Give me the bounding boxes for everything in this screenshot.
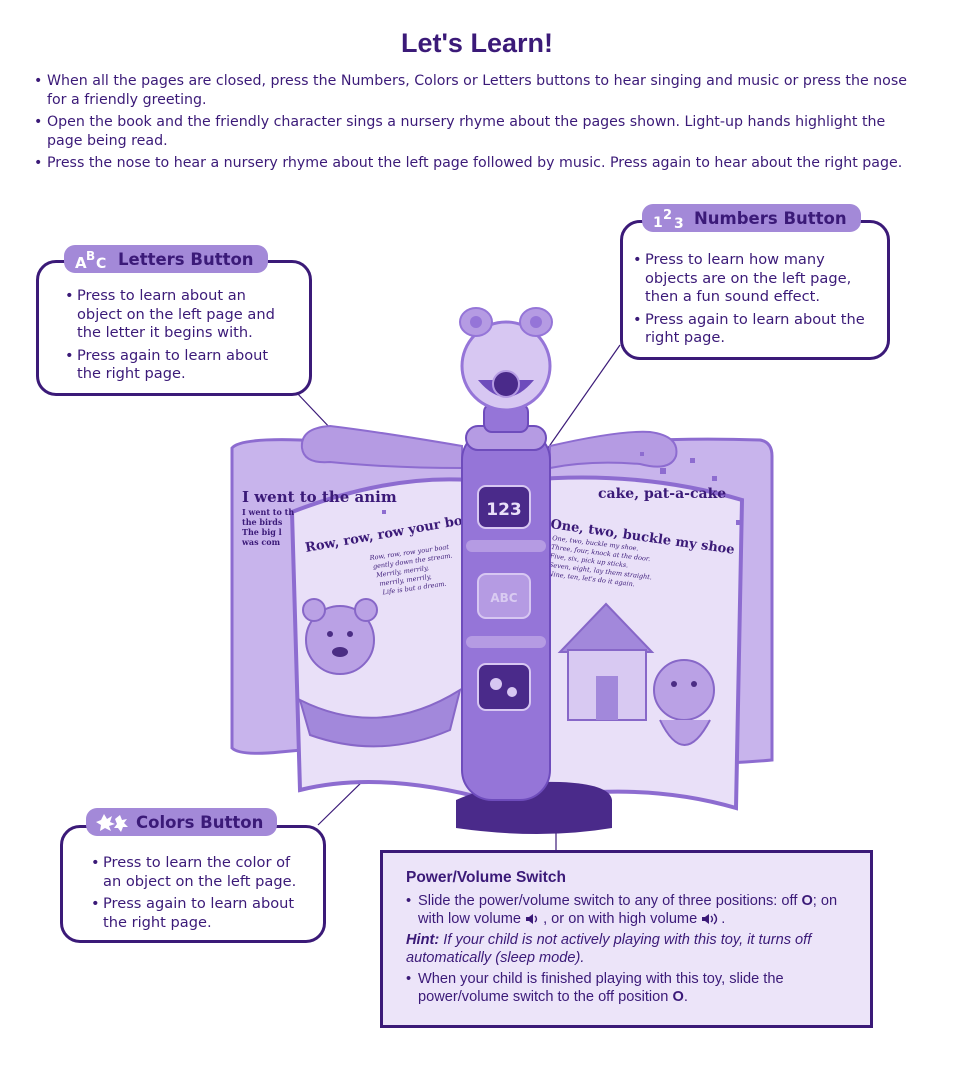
numbers-title: Numbers Button: [694, 208, 847, 228]
intro-item: Press the nose to hear a nursery rhyme a…: [34, 154, 924, 173]
left-back-page-line: was com: [241, 537, 281, 547]
123-icon: 1 2 3: [652, 207, 688, 229]
intro-item: Open the book and the friendly character…: [34, 113, 924, 150]
bear-on-boat: [298, 598, 462, 748]
hint: Hint: If your child is not actively play…: [406, 931, 850, 968]
intro-list: When all the pages are closed, press the…: [34, 72, 924, 177]
letters-item: Press again to learn about the right pag…: [65, 347, 295, 384]
letters-tab: A B C Letters Button: [64, 245, 268, 273]
colors-title: Colors Button: [136, 812, 264, 832]
toy-colors-button[interactable]: [477, 663, 531, 711]
toy-numbers-button-label: 123: [486, 500, 522, 520]
off-symbol: O: [801, 892, 813, 909]
power-title: Power/Volume Switch: [406, 869, 566, 886]
low-volume-icon: [525, 912, 543, 931]
numbers-item: Press again to learn about the right pag…: [633, 311, 877, 348]
svg-text:B: B: [86, 249, 95, 263]
left-arm: [300, 424, 463, 470]
left-back-page-line: The big l: [242, 527, 282, 537]
numbers-callout: Press to learn how many objects are on t…: [620, 220, 890, 360]
intro-item: When all the pages are closed, press the…: [34, 72, 924, 109]
power-item: Slide the power/volume switch to any of …: [406, 892, 850, 931]
left-back-page-line: the birds: [242, 517, 283, 527]
svg-text:3: 3: [674, 216, 684, 229]
toy-head: [460, 320, 552, 412]
colors-item: Press to learn the color of an object on…: [91, 854, 311, 891]
letters-title: Letters Button: [118, 249, 254, 269]
right-back-page-title: cake, pat-a-cake: [598, 486, 726, 502]
left-back-page-title: I went to the anim: [242, 488, 397, 506]
letters-item: Press to learn about an object on the le…: [65, 287, 295, 343]
toy-numbers-button[interactable]: [477, 485, 531, 529]
numbers-tab: 1 2 3 Numbers Button: [642, 204, 861, 232]
page-title: Let's Learn!: [401, 28, 553, 58]
abc-icon: A B C: [74, 248, 112, 270]
hint-label: Hint:: [406, 931, 440, 948]
right-arm: [549, 430, 678, 470]
toy-nose-button[interactable]: [492, 370, 520, 398]
power-volume-box: Power/Volume Switch Slide the power/volu…: [380, 850, 873, 1028]
colors-item: Press again to learn about the right pag…: [91, 895, 311, 932]
letters-callout: Press to learn about an object on the le…: [36, 260, 312, 396]
numbers-item: Press to learn how many objects are on t…: [633, 251, 877, 307]
toy-letters-button[interactable]: [477, 573, 531, 619]
power-item: When your child is finished playing with…: [406, 970, 850, 1007]
toy-letters-button-label: ABC: [490, 591, 517, 605]
hint-text: If your child is not actively playing wi…: [406, 931, 812, 967]
svg-text:A: A: [75, 254, 87, 270]
high-volume-icon: [701, 912, 721, 931]
colors-tab: Colors Button: [86, 808, 278, 836]
svg-text:2: 2: [663, 208, 672, 223]
svg-text:1: 1: [653, 215, 663, 229]
svg-text:C: C: [96, 256, 106, 270]
off-symbol: O: [672, 989, 684, 1005]
house-and-cat: [557, 602, 715, 746]
left-back-page-line: I went to th: [242, 507, 294, 517]
colors-callout: Press to learn the color of an object on…: [60, 825, 326, 943]
paint-splash-icon: [96, 811, 130, 833]
